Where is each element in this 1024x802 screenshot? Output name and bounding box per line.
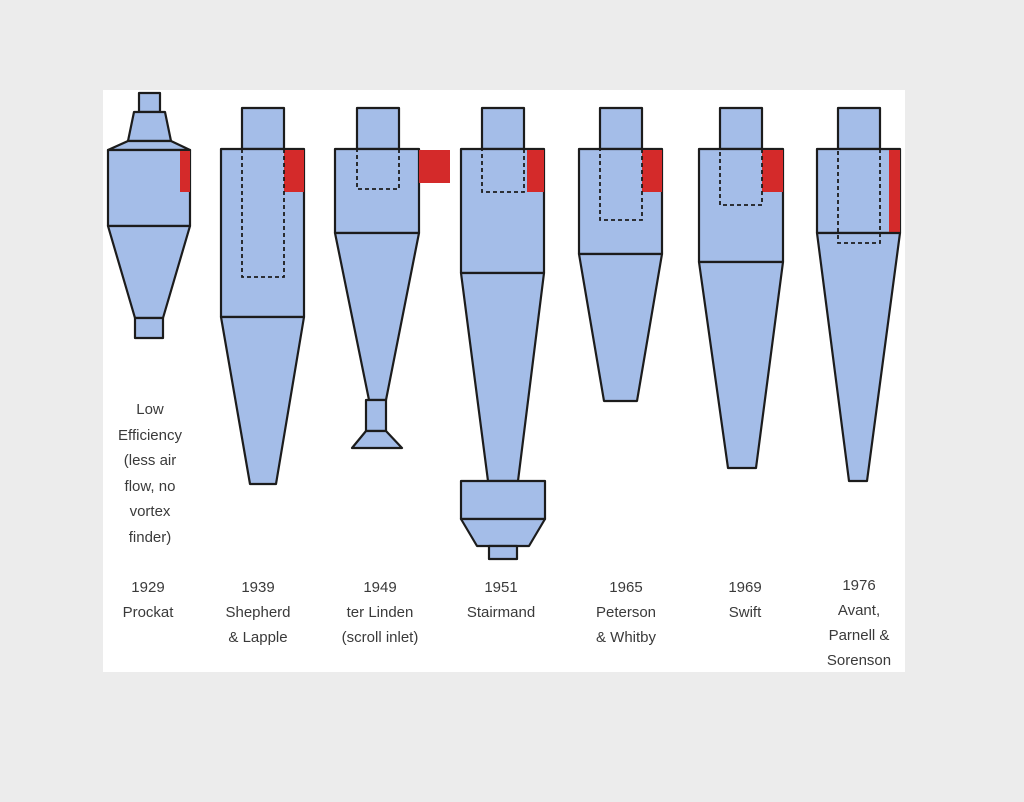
caption-shepherd-lapple: 1939 Shepherd & Lapple bbox=[225, 575, 290, 650]
outlet-pipe bbox=[355, 106, 401, 151]
caption-name: Shepherd bbox=[225, 604, 291, 621]
cone-body bbox=[577, 252, 664, 403]
caption-swift: 1969 Swift bbox=[728, 575, 761, 625]
vortex-finder bbox=[719, 148, 763, 206]
inlet bbox=[180, 151, 190, 192]
caption-prockat: 1929 Prockat bbox=[123, 575, 174, 625]
caption-year: 1969 bbox=[728, 579, 762, 596]
caption-name: & Whitby bbox=[595, 629, 657, 646]
inlet bbox=[889, 150, 900, 233]
cyclone-avant-parnell-sorenson bbox=[815, 106, 902, 483]
caption-name: Parnell & bbox=[828, 627, 890, 644]
vortex-finder bbox=[599, 148, 643, 221]
caption-year: 1949 bbox=[363, 579, 397, 596]
inlet bbox=[642, 150, 662, 192]
caption-name: Sorenson bbox=[826, 652, 892, 669]
outlet-pipe bbox=[718, 106, 764, 151]
note-line: Low bbox=[136, 401, 164, 418]
vortex-finder bbox=[356, 148, 400, 190]
cylinder-body bbox=[333, 147, 421, 235]
top-cone bbox=[126, 110, 173, 143]
note-line: (less air bbox=[123, 452, 177, 469]
caption-peterson-whitby: 1965 Peterson & Whitby bbox=[596, 575, 656, 650]
cyclone-ter-linden bbox=[333, 106, 450, 450]
caption-avant-parnell-sorenson: 1976 Avant, Parnell & Sorenson bbox=[827, 573, 891, 673]
dust-cone bbox=[350, 429, 404, 450]
outlet-pipe bbox=[836, 106, 882, 151]
cylinder-body bbox=[815, 147, 902, 235]
cone-body bbox=[815, 231, 902, 483]
cyclone-stairmand bbox=[459, 106, 547, 561]
dust-hopper bbox=[459, 479, 547, 521]
scroll-inlet bbox=[419, 150, 450, 183]
shoulder bbox=[106, 139, 192, 152]
caption-name: Avant, bbox=[837, 602, 881, 619]
cylinder-body bbox=[106, 148, 192, 228]
vortex-finder bbox=[837, 148, 881, 244]
caption-stairmand: 1951 Stairmand bbox=[467, 575, 535, 625]
cone-body bbox=[697, 260, 785, 470]
caption-year: 1976 bbox=[842, 577, 876, 594]
outlet-pipe bbox=[480, 106, 526, 151]
cyclone-shepherd-lapple bbox=[219, 106, 306, 486]
caption-name: (scroll inlet) bbox=[341, 629, 419, 646]
caption-name: Swift bbox=[728, 604, 762, 621]
cyclone-prockat bbox=[106, 91, 192, 340]
inlet bbox=[762, 150, 783, 192]
note-line: Efficiency bbox=[118, 426, 182, 444]
prockat-note: Low Efficiency (less air flow, no vortex… bbox=[118, 397, 182, 550]
caption-name: Peterson bbox=[595, 604, 657, 621]
cyclone-swift bbox=[697, 106, 785, 470]
dust-outlet bbox=[487, 544, 519, 561]
hopper-cone bbox=[459, 517, 547, 548]
note-line: flow, no bbox=[124, 477, 176, 495]
caption-name: ter Linden bbox=[346, 604, 414, 621]
cone-body bbox=[459, 271, 546, 483]
caption-year: 1939 bbox=[241, 579, 275, 596]
outlet-pipe bbox=[240, 106, 286, 151]
caption-ter-linden: 1949 ter Linden (scroll inlet) bbox=[342, 575, 419, 650]
caption-name: Prockat bbox=[122, 604, 174, 621]
cyclone-peterson-whitby bbox=[577, 106, 664, 403]
dust-outlet bbox=[133, 316, 165, 340]
cone-body bbox=[219, 315, 306, 486]
vortex-finder bbox=[481, 148, 525, 193]
cone-body bbox=[333, 231, 421, 402]
dust-outlet bbox=[364, 398, 388, 433]
caption-year: 1951 bbox=[484, 579, 518, 596]
caption-year: 1965 bbox=[609, 579, 643, 596]
caption-name: Stairmand bbox=[466, 604, 536, 621]
caption-name: & Lapple bbox=[228, 629, 288, 646]
caption-year: 1929 bbox=[131, 579, 165, 596]
note-line: vortex bbox=[129, 503, 171, 520]
cone-body bbox=[106, 224, 192, 320]
outlet-pipe bbox=[137, 91, 162, 114]
inlet bbox=[527, 150, 544, 192]
vortex-finder bbox=[241, 148, 285, 278]
inlet bbox=[284, 150, 304, 192]
outlet-pipe bbox=[598, 106, 644, 151]
note-line: finder) bbox=[128, 528, 172, 546]
